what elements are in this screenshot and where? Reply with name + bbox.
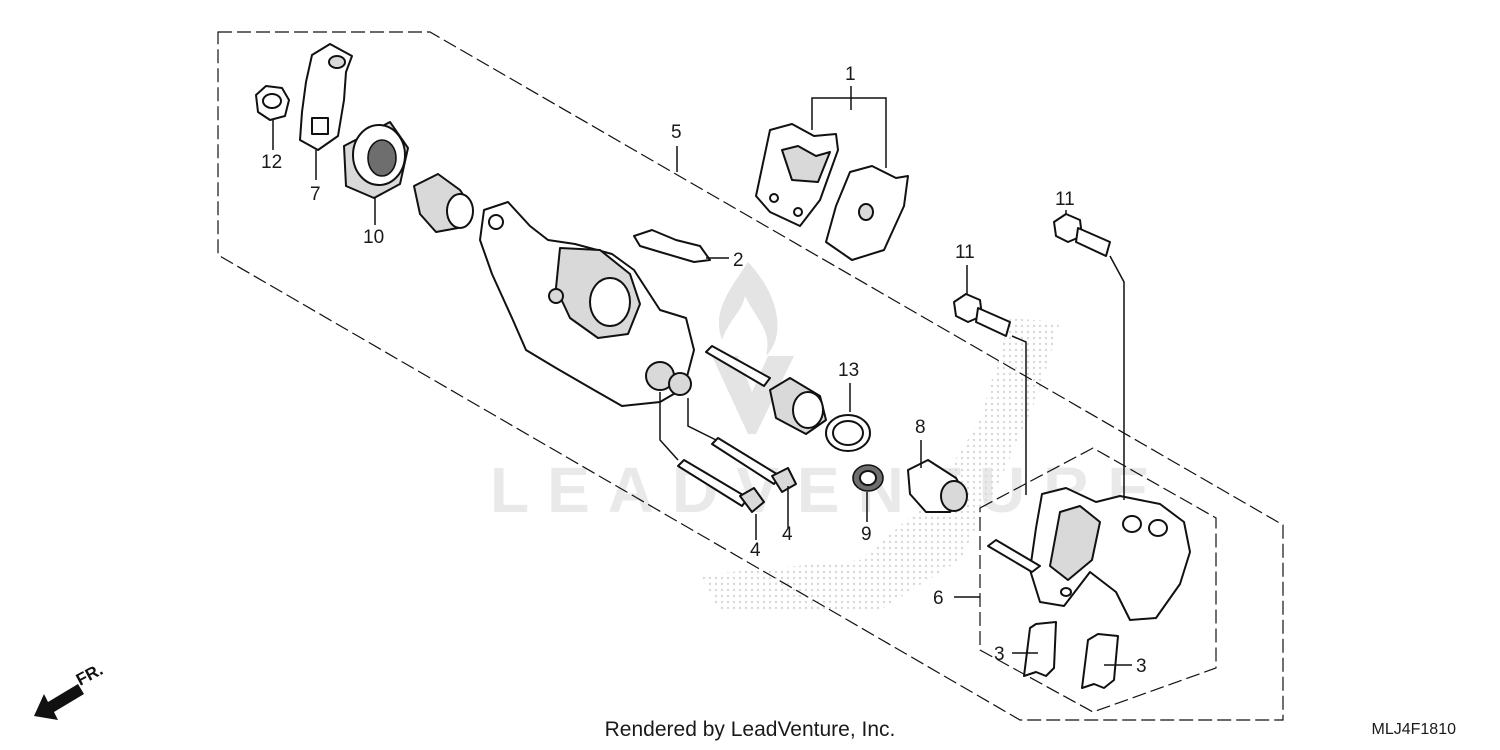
render-credit: Rendered by LeadVenture, Inc.	[604, 718, 896, 741]
watermark-wing-logo	[700, 318, 1060, 612]
part-10-boot[interactable]	[343, 121, 409, 199]
part-8-piston[interactable]	[907, 459, 968, 513]
callout-6[interactable]: 6	[933, 588, 944, 609]
diagram-code: MLJ4F1810	[1371, 721, 1457, 738]
callout-4-upper[interactable]: 4	[782, 524, 793, 545]
callout-4-lower[interactable]: 4	[750, 540, 761, 561]
part-9-dust-seal[interactable]	[852, 464, 884, 492]
callout-7[interactable]: 7	[310, 184, 321, 205]
part-12-nut[interactable]	[255, 85, 290, 121]
part-3-clip-right[interactable]	[1081, 633, 1119, 689]
callouts: 1 2 3 3 4 4 5 6 7 8 9 10 11 11 12 13	[261, 64, 1147, 677]
adjuster-nut[interactable]	[413, 173, 474, 233]
callout-10[interactable]: 10	[363, 227, 384, 248]
callout-5[interactable]: 5	[671, 122, 682, 143]
part-7-lever[interactable]	[299, 43, 353, 151]
bracket-assembly-outline	[979, 447, 1217, 713]
callout-11-right[interactable]: 11	[1055, 189, 1075, 210]
part-5-caliper-body[interactable]	[479, 201, 695, 407]
callout-3-right[interactable]: 3	[1136, 656, 1147, 677]
part-4-pin-lower[interactable]	[677, 459, 765, 513]
callout-1[interactable]: 1	[845, 64, 856, 85]
part-11-bolt-right[interactable]	[1053, 213, 1111, 257]
watermark-v-logo	[712, 356, 794, 434]
watermark-flame-logo	[718, 262, 778, 356]
leader-lines	[272, 86, 1132, 666]
callout-9[interactable]: 9	[861, 524, 872, 545]
callout-13[interactable]: 13	[838, 360, 859, 381]
part-3-clip-left[interactable]	[1023, 621, 1057, 677]
front-direction-indicator: FR.	[34, 660, 106, 720]
callout-11-left[interactable]: 11	[955, 242, 975, 263]
part-13-seal[interactable]	[825, 414, 871, 452]
part-1-brake-pads[interactable]	[755, 123, 909, 261]
part-11-bolt-left[interactable]	[953, 293, 1011, 337]
assembly-outlines	[217, 31, 1284, 721]
callout-8[interactable]: 8	[915, 417, 926, 438]
part-2-pad-spring[interactable]	[633, 229, 711, 263]
part-6-bracket[interactable]	[987, 487, 1191, 621]
caliper-assembly-outline	[217, 31, 1284, 721]
callout-12[interactable]: 12	[261, 152, 282, 173]
callout-2[interactable]: 2	[733, 250, 744, 271]
front-arrow-icon	[34, 684, 84, 720]
piston-shaft[interactable]	[705, 345, 827, 435]
callout-3-left[interactable]: 3	[994, 644, 1005, 665]
